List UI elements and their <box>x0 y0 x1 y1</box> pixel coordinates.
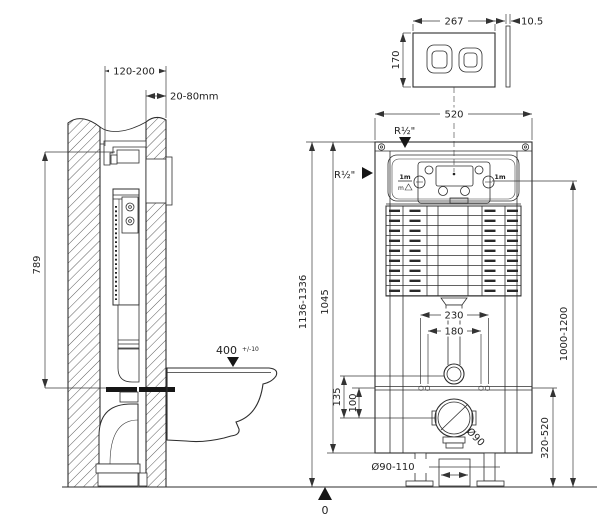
dim-bend-offset: 135 <box>332 387 343 406</box>
fixing-bolt <box>139 387 175 392</box>
front-wall-section <box>145 117 167 488</box>
label-datum: 0 <box>322 504 329 517</box>
dim-rail-offset: 100 <box>348 393 359 412</box>
toilet-pan <box>166 367 278 443</box>
label-inlet-side: R½" <box>334 169 355 181</box>
dim-fixing-outer: 230 <box>444 311 463 322</box>
cistern-front <box>387 154 520 202</box>
dim-outlet-diameter: Ø90 <box>464 426 487 449</box>
level-arrow-icon <box>227 357 239 367</box>
dim-frame-width: 520 <box>444 110 463 121</box>
flush-bend-front <box>443 363 465 385</box>
inlet-ear-left <box>413 175 426 189</box>
flush-bend <box>117 348 140 383</box>
fill-valve <box>116 149 140 164</box>
inlet-arrow-right-icon <box>362 167 373 179</box>
dim-outlet-range: 320-520 <box>540 417 551 459</box>
waste-duct <box>438 458 471 487</box>
fixing-bolt <box>106 387 137 392</box>
dim-fixing-height: 789 <box>32 255 43 274</box>
mounting-bracket <box>121 196 139 234</box>
front-view: R½" R½" 1m m 1m 520 230 180 135 <box>298 107 577 517</box>
plate-side-profile <box>505 25 511 88</box>
wall-break-line <box>99 121 147 132</box>
label-hose-left: 1m <box>399 173 411 181</box>
full-flush-button <box>426 44 453 74</box>
rear-wall-section <box>67 118 101 488</box>
dim-plate-thickness: 10.5 <box>521 17 543 28</box>
waste-pipe <box>138 472 148 487</box>
label-hose-right: 1m <box>494 173 506 181</box>
insulation-panel <box>385 205 522 297</box>
inlet-arrow-down-icon <box>399 137 411 148</box>
wall-bracket <box>103 140 147 166</box>
dim-overall-height: 1136-1336 <box>298 275 309 330</box>
dim-frame-height: 1045 <box>320 289 331 314</box>
label-hose-left-note: m <box>398 185 404 192</box>
dim-finish-thickness: 20-80mm <box>170 92 219 103</box>
dim-plate-height: 170 <box>391 50 402 69</box>
dim-rim-height: 400 <box>216 344 237 357</box>
flush-plate <box>412 32 496 88</box>
drain-elbow <box>98 403 139 465</box>
datum-triangle-icon <box>318 487 332 500</box>
plate-recess <box>145 158 167 204</box>
dim-rim-tolerance: +/-10 <box>242 346 259 353</box>
side-view: 120-200 20-80mm 789 400 +/-10 <box>32 64 278 488</box>
dim-frame-depth: 120-200 <box>113 67 155 78</box>
inlet-ear-right <box>482 175 495 189</box>
dim-waste-diameter: Ø90-110 <box>371 461 414 473</box>
dim-plate-width: 267 <box>444 17 463 28</box>
half-flush-button <box>458 47 483 73</box>
flush-pipe-side <box>117 304 140 350</box>
dim-fixing-inner: 180 <box>444 327 463 338</box>
flush-funnel <box>440 297 468 306</box>
dim-inlet-height: 1000-1200 <box>559 307 570 362</box>
flush-plate-view: 267 170 10.5 <box>391 14 543 172</box>
label-inlet-top: R½" <box>394 125 415 137</box>
flush-plate-edge <box>165 156 173 206</box>
